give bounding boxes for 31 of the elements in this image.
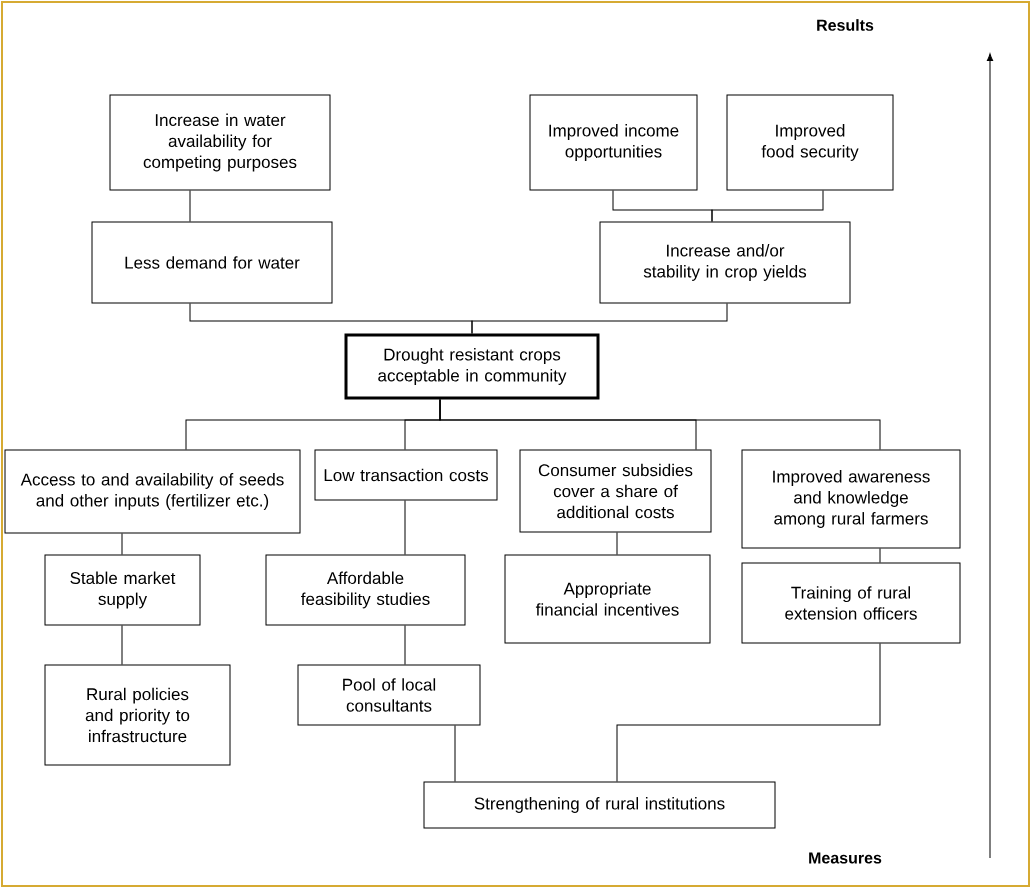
text-box: Improved food security [726,94,894,191]
text-box: Increase in water availability for competing purposes [109,94,331,191]
connector [471,303,728,334]
connector [879,548,881,563]
text-box: Rural policies and priority to infrastructure [44,664,231,766]
text-box: Improved income opportunities [529,94,698,191]
outcome-box: Drought resistant crops acceptable in community [344,333,600,400]
connector [189,190,191,222]
text-box: Affordable feasibility studies [265,554,466,626]
connector [121,533,123,555]
connector [616,532,618,555]
connector [121,625,123,665]
text-box: Increase and/or stability in crop yields [599,221,851,304]
axis-label: Results [817,19,874,31]
connector [616,643,881,782]
connector [454,725,456,782]
text-box: Appropriate financial incentives [504,554,711,644]
text-box: Training of rural extension officers [741,562,961,644]
text-box: Access to and availability of seeds and other inputs (fertilizer etc.) [4,449,301,534]
connector [711,190,824,222]
text-box: Stable market supply [44,554,201,626]
connector [404,500,406,555]
text-box: Improved awareness and knowledge among rural farmers [741,449,961,549]
connector [439,399,881,450]
text-box: Consumer subsidies cover a share of additional costs [519,449,712,533]
axis-label: Measures [809,852,882,864]
text-box: Low transaction costs [314,449,498,501]
text-box: Strengthening of rural institutions [423,781,776,829]
connector [404,625,406,665]
text-box: Less demand for water [91,221,333,304]
text-box: Pool of local consultants [297,664,481,726]
